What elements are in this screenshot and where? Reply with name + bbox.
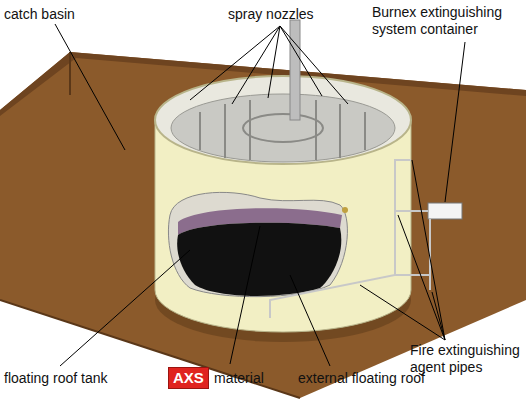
cutaway xyxy=(168,192,347,296)
fire-extinguishing-label: Fire extinguishing agent pipes xyxy=(410,342,522,376)
spray-nozzles-label: spray nozzles xyxy=(228,6,368,23)
ground xyxy=(0,52,526,398)
logo-text: AXS xyxy=(169,368,208,388)
burnex-container xyxy=(428,203,462,219)
material-label: material xyxy=(214,370,294,387)
burnex-extinguishing-label: Burnex extinguishing system container xyxy=(372,4,522,38)
valve xyxy=(342,207,348,213)
floating-roof-deck xyxy=(171,94,395,162)
agent-pipes xyxy=(270,160,430,318)
logo-box: AXS xyxy=(168,367,209,389)
leader-lines xyxy=(55,24,465,366)
roof-structure xyxy=(200,100,365,160)
floating-roof-label: floating roof tank xyxy=(4,370,154,387)
tank-top xyxy=(155,76,411,164)
oil xyxy=(177,223,341,296)
stair-tower xyxy=(290,20,300,120)
catch-basin-label: catch basin xyxy=(4,6,124,23)
basin-wall-edge xyxy=(69,52,71,95)
